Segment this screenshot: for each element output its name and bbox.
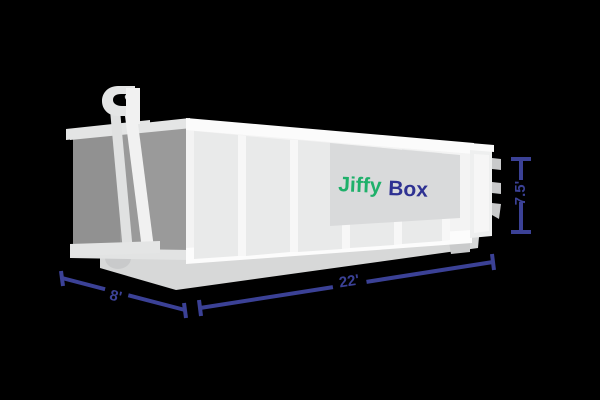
door-hinge-3 — [492, 203, 501, 219]
width-dimension-label-backing — [101, 281, 131, 309]
front-end-wall-inner — [474, 154, 489, 233]
width-dimension-group: 8' — [59, 270, 188, 319]
hook-arm-right-leg — [124, 108, 154, 249]
width-dimension-label: 8' — [108, 287, 124, 306]
hook-arm-left-leg — [110, 110, 133, 252]
logo-word-jiffy: Jiffy — [338, 173, 382, 198]
length-dimension-label-backing — [330, 266, 368, 294]
side-panel-1 — [194, 131, 238, 259]
width-dimension-tick-right — [182, 302, 188, 319]
side-rib-1 — [238, 135, 246, 256]
width-dimension-tick-left — [59, 270, 65, 287]
hook-arm-foot-brace — [70, 241, 160, 256]
logo-word-box: Box — [388, 177, 429, 202]
height-dimension-label: 7.5' — [512, 181, 529, 205]
length-dimension-label: 22' — [338, 272, 361, 292]
length-dimension-group: 22' — [197, 253, 496, 317]
side-panel-2 — [246, 136, 290, 256]
side-rib-2 — [290, 140, 298, 252]
door-hinge-2 — [492, 182, 501, 194]
length-dimension-tick-left — [197, 299, 203, 317]
interior-back-wall-shade — [73, 131, 120, 252]
door-hinge-1 — [492, 158, 501, 170]
front-end-top-cap — [470, 143, 494, 152]
hook-ring-stem — [126, 88, 140, 124]
length-dimension-tick-right — [490, 253, 496, 271]
height-dimension-group: 7.5' — [508, 157, 534, 234]
height-dimension-label-backing — [508, 180, 534, 202]
logo-panel — [330, 143, 460, 226]
side-wall-top-rail — [186, 118, 474, 154]
